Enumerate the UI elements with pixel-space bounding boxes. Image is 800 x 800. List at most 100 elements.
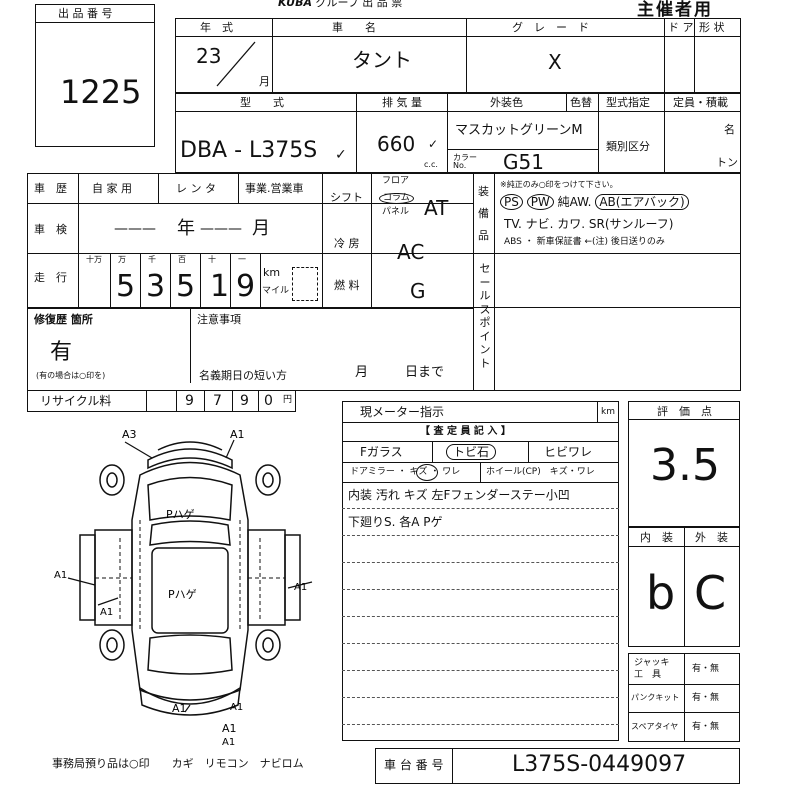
color-no-label: カラー No.	[453, 153, 477, 170]
pw-option: PW	[526, 194, 554, 210]
roof-mark: Pハゲ	[168, 588, 197, 601]
chassis-number-box	[375, 748, 740, 784]
cc-unit: c.c.	[424, 160, 438, 169]
top-row-box	[175, 18, 741, 93]
remark-line	[342, 536, 619, 563]
equipment-label-2: 備	[478, 207, 489, 220]
car-damage-diagram: A3 A1 A1 A1 A1 A1 A1 A1 A1 Pハゲ Pハゲ	[54, 428, 313, 748]
mile-label: マイル	[262, 286, 290, 296]
exterior-label: 外 装	[695, 531, 728, 544]
color-change-label: 色替	[570, 96, 592, 109]
remark-line	[342, 617, 619, 644]
model-value: DBA - L375S	[180, 138, 318, 163]
place-1k: 千	[148, 255, 156, 264]
floor-label: フロア	[382, 176, 410, 186]
puncture-kit-label: パンクキット	[631, 693, 680, 702]
ac-value: AC	[397, 240, 425, 264]
mark-a1-rear-corner: A1	[230, 702, 243, 713]
column-label: コラム	[379, 193, 414, 204]
remark-line	[342, 644, 619, 671]
score-value: 3.5	[650, 440, 720, 491]
equipment-label-1: 装	[478, 185, 489, 198]
remark-line: 内装 汚れ キズ 左Fフェンダーステー小凹	[342, 482, 619, 509]
airbag-option: AB(エアバック)	[595, 194, 689, 210]
organizer-label: 主催者用	[637, 0, 713, 20]
grade-label: グ レ ー ド	[512, 21, 589, 34]
ps-option: PS	[500, 194, 523, 210]
place-100: 百	[178, 255, 186, 264]
inspection-label: 車 検	[34, 223, 67, 236]
inspection-dash-1: ———	[114, 221, 156, 237]
place-1: 一	[238, 255, 246, 264]
color-no-value: G51	[503, 150, 544, 174]
place-100k: 十万	[86, 255, 102, 264]
model-row-box	[175, 93, 741, 173]
inspection-month-unit: 月	[252, 218, 270, 239]
history-block	[27, 173, 741, 308]
f-glass-label: Fガラス	[360, 445, 403, 459]
mark-a1-left: A1	[54, 570, 67, 581]
jack-label: ジャッキ 工 具	[634, 658, 670, 680]
recycle-yen: 円	[283, 395, 293, 405]
model-check: ✓	[335, 147, 347, 163]
mark-a1-bottom: A1	[222, 737, 235, 748]
equipment-line-3: ABS ・ 新車保証書 ←(注) 後日送りのみ	[504, 237, 665, 247]
recycle-digit: 9	[240, 393, 249, 409]
interior-value: b	[646, 566, 676, 620]
brand-name: KUBA	[278, 0, 312, 9]
grade-value: X	[548, 50, 562, 74]
spare-yes-no: 有・無	[692, 722, 720, 732]
place-10: 十	[208, 255, 216, 264]
door-mirror-label: ドアミラー ・ キズ ・ ワレ	[350, 467, 461, 477]
lot-number-box	[35, 4, 155, 147]
fuel-label: 燃 料	[334, 279, 360, 292]
puncture-yes-no: 有・無	[692, 693, 720, 703]
score-box	[628, 401, 740, 527]
hood-mark: Pハゲ	[166, 508, 195, 521]
hibiware-option: ヒビワレ	[544, 445, 593, 459]
remark-line	[342, 563, 619, 590]
doors-label: ド ア	[668, 21, 694, 34]
type-designation-label: 型式指定	[606, 96, 650, 109]
place-10k: 万	[118, 255, 126, 264]
model-label: 型 式	[240, 96, 284, 109]
year-label: 年 式	[200, 21, 233, 34]
repair-history-value: 有	[50, 340, 73, 365]
mark-a3: A3	[122, 428, 137, 441]
persons-unit: 名	[724, 123, 735, 136]
score-label: 評 価 点	[657, 405, 712, 418]
category-label: 類別区分	[606, 140, 650, 153]
repair-note: (有の場合は○印を)	[36, 371, 106, 380]
remark-line	[342, 590, 619, 617]
displacement-label: 排 気 量	[382, 96, 422, 109]
recycle-digit: 0	[264, 393, 273, 409]
mark-a1-front: A1	[230, 428, 245, 441]
mileage-digit: 9	[236, 269, 256, 304]
chassis-number-label: 車 台 番 号	[384, 758, 444, 772]
inspection-dash-2: ———	[200, 221, 242, 237]
remark-line	[342, 671, 619, 698]
recycle-label: リサイクル料	[40, 394, 112, 408]
mile-checkbox	[292, 267, 318, 301]
caution-label: 注意事項	[197, 313, 241, 326]
mileage-digit: 5	[176, 269, 196, 304]
expiry-day-unit: 日まで	[405, 365, 445, 380]
exterior-value: C	[694, 566, 727, 620]
private-use-label: 自 家 用	[92, 182, 132, 195]
recycle-digit: 7	[213, 393, 222, 409]
exterior-color-label: 外装色	[490, 96, 523, 109]
aw-option: 純AW.	[557, 195, 592, 209]
year-month-unit: 月	[259, 75, 270, 88]
inspection-year-unit: 年	[177, 218, 195, 239]
equipment-line-1: PS PW 純AW. AB(エアバック)	[500, 194, 689, 210]
exterior-color-value: マスカットグリーンM	[455, 123, 583, 138]
ton-unit: トン	[716, 156, 738, 169]
spare-tire-label: スペアタイヤ	[631, 722, 679, 731]
car-name-value: タント	[352, 48, 412, 72]
meter-km-label: km	[601, 407, 615, 417]
capacity-label: 定員・積載	[673, 96, 728, 109]
equipment-line-2: TV. ナビ. カワ. SR(サンルーフ)	[504, 217, 674, 231]
mirror-kizu-circle	[416, 464, 438, 481]
mileage-digit: 5	[116, 269, 136, 304]
remarks-block	[342, 401, 619, 741]
